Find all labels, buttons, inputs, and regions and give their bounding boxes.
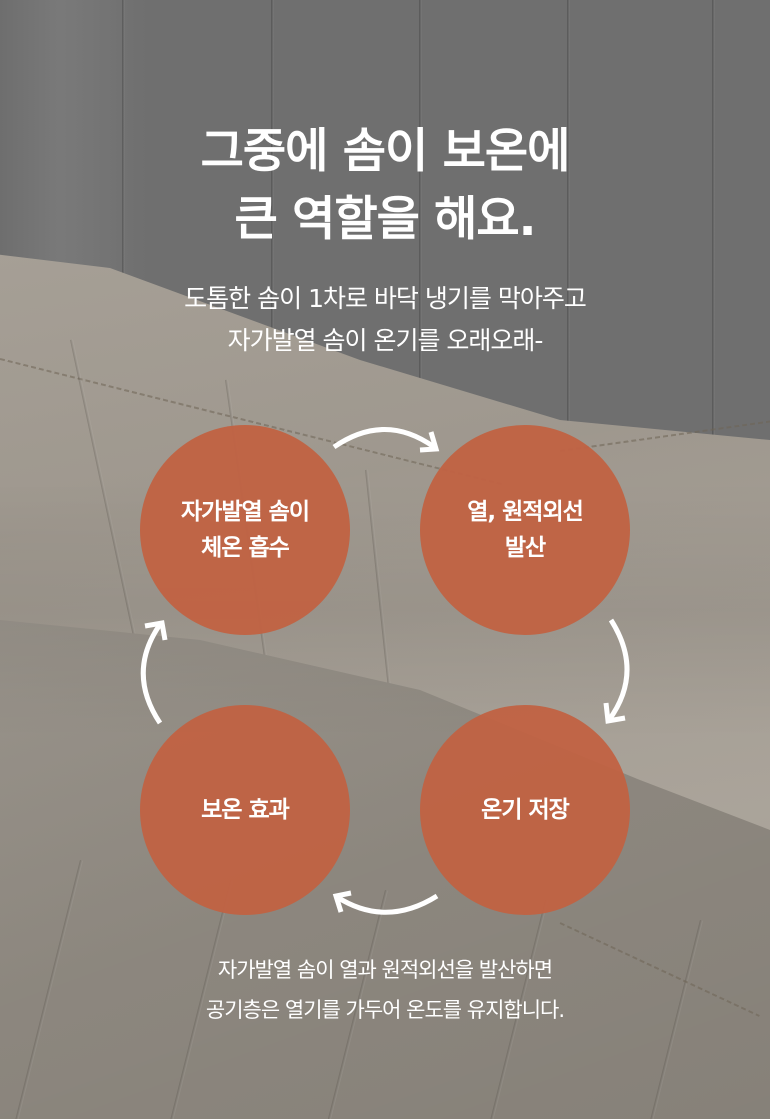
subheadline: 도톰한 솜이 1차로 바닥 냉기를 막아주고 자가발열 솜이 온기를 오래오래-: [0, 278, 770, 362]
step-label-line-1: 자가발열 솜이: [181, 499, 310, 525]
description: 자가발열 솜이 열과 원적외선을 발산하면 공기층은 열기를 가두어 온도를 유…: [0, 950, 770, 1030]
headline-line-2: 큰 역할을 해요.: [234, 192, 536, 247]
description-line-1: 자가발열 솜이 열과 원적외선을 발산하면: [217, 958, 553, 982]
cycle-step-emit-far-infrared: 열, 원적외선 발산: [420, 425, 630, 635]
mat-seam: [419, 0, 422, 560]
headline: 그중에 솜이 보온에 큰 역할을 해요.: [0, 118, 770, 254]
cycle-step-absorb-body-heat: 자가발열 솜이 체온 흡수: [140, 425, 350, 635]
subheadline-line-1: 도톰한 솜이 1차로 바닥 냉기를 막아주고: [184, 284, 587, 313]
cycle-step-insulation-effect: 보온 효과: [140, 705, 350, 915]
step-label-line-2: 체온 흡수: [201, 535, 290, 561]
headline-line-1: 그중에 솜이 보온에: [200, 124, 571, 179]
step-label-line-1: 온기 저장: [481, 797, 570, 823]
step-label-line-1: 보온 효과: [201, 797, 290, 823]
mat-seam: [271, 0, 274, 560]
mat-seam: [712, 0, 715, 560]
shadow-overlay: [0, 480, 770, 740]
mat-seam: [567, 0, 570, 560]
step-label-line-1: 열, 원적외선: [467, 499, 584, 525]
cycle-step-store-warmth: 온기 저장: [420, 705, 630, 915]
description-line-2: 공기층은 열기를 가두어 온도를 유지합니다.: [205, 998, 565, 1022]
step-label-line-2: 발산: [504, 535, 546, 561]
subheadline-line-2: 자가발열 솜이 온기를 오래오래-: [227, 326, 544, 355]
